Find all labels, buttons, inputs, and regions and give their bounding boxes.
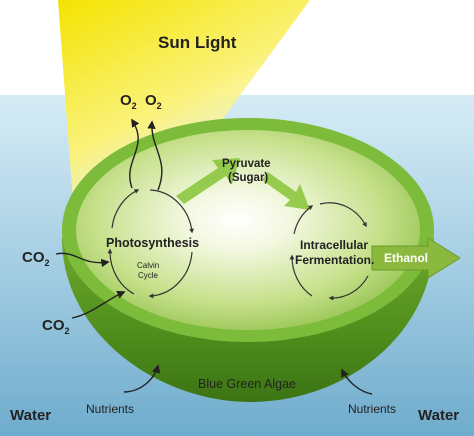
o2-subscript: 2 xyxy=(157,101,162,111)
pyruvate-to-fermentation-arrow-icon xyxy=(262,172,310,210)
fermentation-cycle-arrows xyxy=(289,202,369,301)
o2-label: O2 xyxy=(120,92,137,111)
calvin-label: Calvin xyxy=(137,261,159,270)
o2-text: O xyxy=(145,92,157,109)
co2-text: CO xyxy=(22,249,45,266)
o2-label: O2 xyxy=(145,92,162,111)
nutrients-arrow-icon xyxy=(123,364,161,393)
intracellular-label: Intracellular xyxy=(300,238,368,252)
co2-text: CO xyxy=(42,317,65,334)
o2-subscript: 2 xyxy=(132,101,137,111)
blue-green-algae-label: Blue Green Algae xyxy=(198,377,296,391)
o2-arrow-icon xyxy=(129,118,140,189)
algae-cell-interior xyxy=(76,130,420,330)
sugar-label: (Sugar) xyxy=(228,172,268,184)
o2-arrow-icon xyxy=(147,120,163,191)
o2-text: O xyxy=(120,92,132,109)
co2-label: CO2 xyxy=(22,249,50,268)
nutrients-arrow-icon xyxy=(341,368,373,395)
co2-subscript: 2 xyxy=(65,326,70,336)
nutrients-label-right: Nutrients xyxy=(348,402,396,416)
sun-light-label: Sun Light xyxy=(158,33,237,52)
nutrients-label-left: Nutrients xyxy=(86,402,134,416)
co2-arrow-icon xyxy=(71,290,126,319)
ethanol-arrow xyxy=(371,237,461,279)
co2-subscript: 2 xyxy=(45,258,50,268)
cycle-label: Cycle xyxy=(138,271,159,280)
pyruvate-label: Pyruvate xyxy=(222,158,271,170)
photosynthesis-to-pyruvate-arrow-icon xyxy=(176,158,240,204)
photosynthesis-label: Photosynthesis xyxy=(106,236,199,250)
ethanol-label: Ethanol xyxy=(384,251,428,265)
water-label-right: Water xyxy=(418,407,459,424)
co2-arrow-icon xyxy=(55,252,110,268)
calvin-cycle-arrows xyxy=(107,189,194,299)
fermentation-label: Fermentation. xyxy=(295,253,374,267)
co2-label: CO2 xyxy=(42,317,70,336)
water-label-left: Water xyxy=(10,407,51,424)
